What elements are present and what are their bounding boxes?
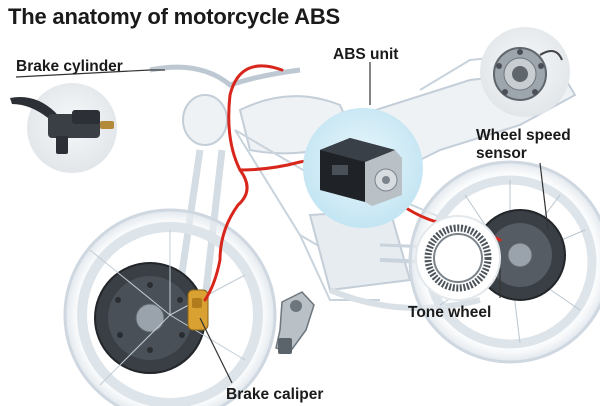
abs-module-icon bbox=[320, 138, 402, 206]
brake-caliper bbox=[187, 289, 209, 331]
abs-unit-inset bbox=[303, 108, 423, 228]
label-brake-caliper: Brake caliper bbox=[226, 386, 324, 403]
label-brake-cylinder: Brake cylinder bbox=[16, 58, 123, 75]
front-wheel bbox=[63, 208, 277, 406]
wheel-hub-inset bbox=[480, 27, 570, 117]
tone-wheel-inset bbox=[415, 215, 501, 301]
brake-lever-inset bbox=[10, 83, 117, 173]
tone-ring-icon bbox=[424, 224, 492, 292]
brake-lever-icon bbox=[10, 96, 114, 154]
diagram-title: The anatomy of motorcycle ABS bbox=[8, 4, 341, 29]
leader-lines bbox=[15, 62, 549, 384]
label-wheel-speed-sensor-line1: Wheel speed bbox=[476, 127, 571, 144]
label-abs-unit: ABS unit bbox=[333, 46, 399, 63]
rear-wheel bbox=[408, 160, 600, 364]
label-tone-wheel: Tone wheel bbox=[408, 304, 492, 321]
label-wheel-speed-sensor-line2: sensor bbox=[476, 145, 527, 162]
caliper-icon bbox=[275, 291, 315, 354]
wheel-hub-icon bbox=[493, 47, 563, 101]
